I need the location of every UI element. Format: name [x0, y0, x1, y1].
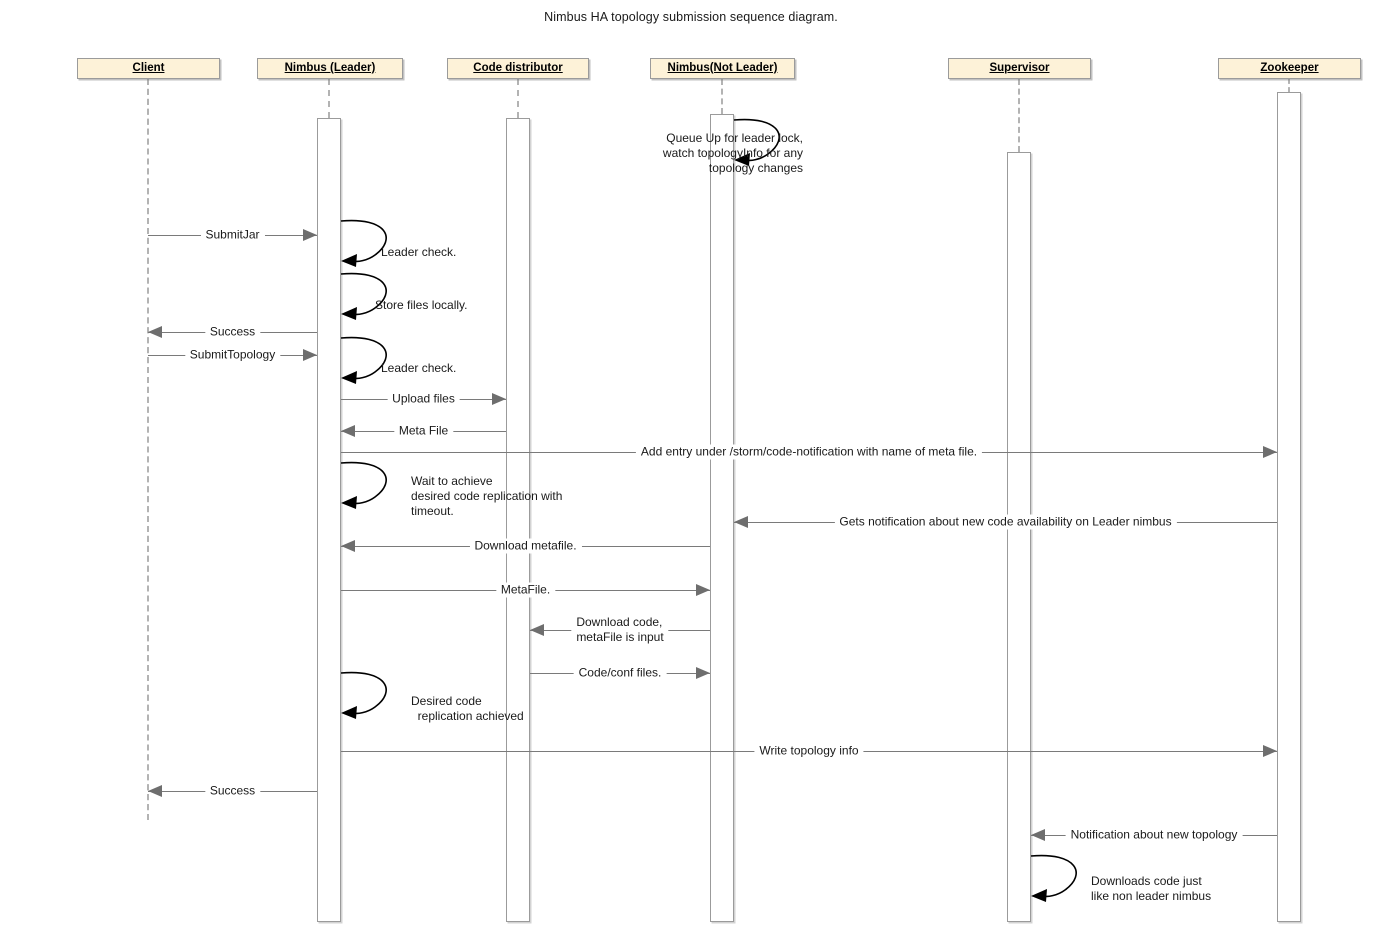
self-message-note-storefiles: Store files locally. — [375, 298, 468, 312]
message-arrowhead-submittopology — [303, 349, 317, 361]
message-arrowhead-downloadcode — [530, 624, 544, 636]
actor-label-supervisor: Supervisor — [989, 61, 1050, 74]
activation-bar-codedist — [506, 118, 530, 922]
message-label-addentry: Add entry under /storm/code-notification… — [635, 444, 983, 460]
lifeline-supervisor — [1018, 79, 1020, 152]
actor-box-zookeeper[interactable]: Zookeeper — [1218, 58, 1361, 79]
message-arrowhead-codeconf — [696, 667, 710, 679]
actor-box-leader[interactable]: Nimbus (Leader) — [257, 58, 403, 79]
message-label-metafile-2: MetaFile. — [495, 582, 556, 598]
message-label-submittopology: SubmitTopology — [184, 347, 281, 363]
message-arrowhead-addentry — [1263, 446, 1277, 458]
lifeline-zookeeper — [1288, 79, 1290, 92]
actor-box-codedist[interactable]: Code distributor — [447, 58, 589, 79]
message-label-getsnotif: Gets notification about new code availab… — [834, 514, 1177, 530]
message-label-downloadcode: Download code, metaFile is input — [571, 615, 669, 645]
activation-bar-supervisor — [1007, 152, 1031, 922]
self-message-note-waitreplicate: Wait to achieve desired code replication… — [411, 474, 563, 518]
message-label-metafile-1: Meta File — [393, 423, 454, 439]
actor-label-notleader: Nimbus(Not Leader) — [667, 61, 778, 74]
activation-bar-leader — [317, 118, 341, 922]
message-label-notifnewtopo: Notification about new topology — [1065, 827, 1243, 843]
self-message-note-leadercheck-1: Leader check. — [381, 245, 457, 259]
activation-bar-notleader — [710, 114, 734, 922]
message-arrowhead-uploadfiles — [492, 393, 506, 405]
message-arrowhead-metafile-2 — [696, 584, 710, 596]
message-arrowhead-success-2 — [148, 785, 162, 797]
actor-box-client[interactable]: Client — [77, 58, 220, 79]
self-message-loop-waitreplicate — [340, 461, 387, 509]
self-message-loop-leadercheck-2 — [340, 336, 387, 384]
self-message-note-queueup: Queue Up for leader lock, watch topology… — [662, 131, 803, 175]
self-message-loop-desiredcode — [340, 671, 387, 719]
message-arrowhead-downloadmeta — [341, 540, 355, 552]
message-arrowhead-submitjar — [303, 229, 317, 241]
lifeline-leader — [328, 79, 330, 118]
message-label-writetopology: Write topology info — [754, 743, 864, 759]
self-message-loop-queueup — [733, 118, 780, 166]
message-label-codeconf: Code/conf files. — [573, 665, 667, 681]
self-message-note-downloadsjust: Downloads code just like non leader nimb… — [1091, 874, 1212, 903]
message-label-uploadfiles: Upload files — [387, 391, 460, 407]
self-message-note-desiredcode: Desired code replication achieved — [411, 694, 524, 723]
lifeline-notleader — [721, 79, 723, 114]
message-label-downloadmeta: Download metafile. — [469, 538, 582, 554]
actor-label-zookeeper: Zookeeper — [1260, 61, 1319, 74]
actor-box-supervisor[interactable]: Supervisor — [948, 58, 1091, 79]
actor-box-notleader[interactable]: Nimbus(Not Leader) — [650, 58, 795, 79]
message-arrowhead-success-1 — [148, 326, 162, 338]
activation-bar-zookeeper — [1277, 92, 1301, 922]
self-message-loop-downloadsjust — [1030, 854, 1077, 902]
lifeline-codedist — [517, 79, 519, 118]
self-message-note-leadercheck-2: Leader check. — [381, 361, 457, 375]
actor-label-codedist: Code distributor — [473, 61, 563, 74]
message-label-success-2: Success — [204, 783, 261, 799]
message-arrowhead-notifnewtopo — [1031, 829, 1045, 841]
actor-label-client: Client — [132, 61, 165, 74]
message-label-submitjar: SubmitJar — [200, 227, 265, 243]
message-arrowhead-writetopology — [1263, 745, 1277, 757]
message-label-success-1: Success — [204, 324, 261, 340]
self-message-loop-leadercheck-1 — [340, 219, 387, 267]
message-arrowhead-metafile-1 — [341, 425, 355, 437]
actor-label-leader: Nimbus (Leader) — [284, 61, 376, 74]
diagram-title: Nimbus HA topology submission sequence d… — [544, 10, 838, 24]
message-arrowhead-getsnotif — [734, 516, 748, 528]
self-message-loop-storefiles — [340, 272, 387, 320]
lifeline-client-full — [147, 79, 149, 820]
